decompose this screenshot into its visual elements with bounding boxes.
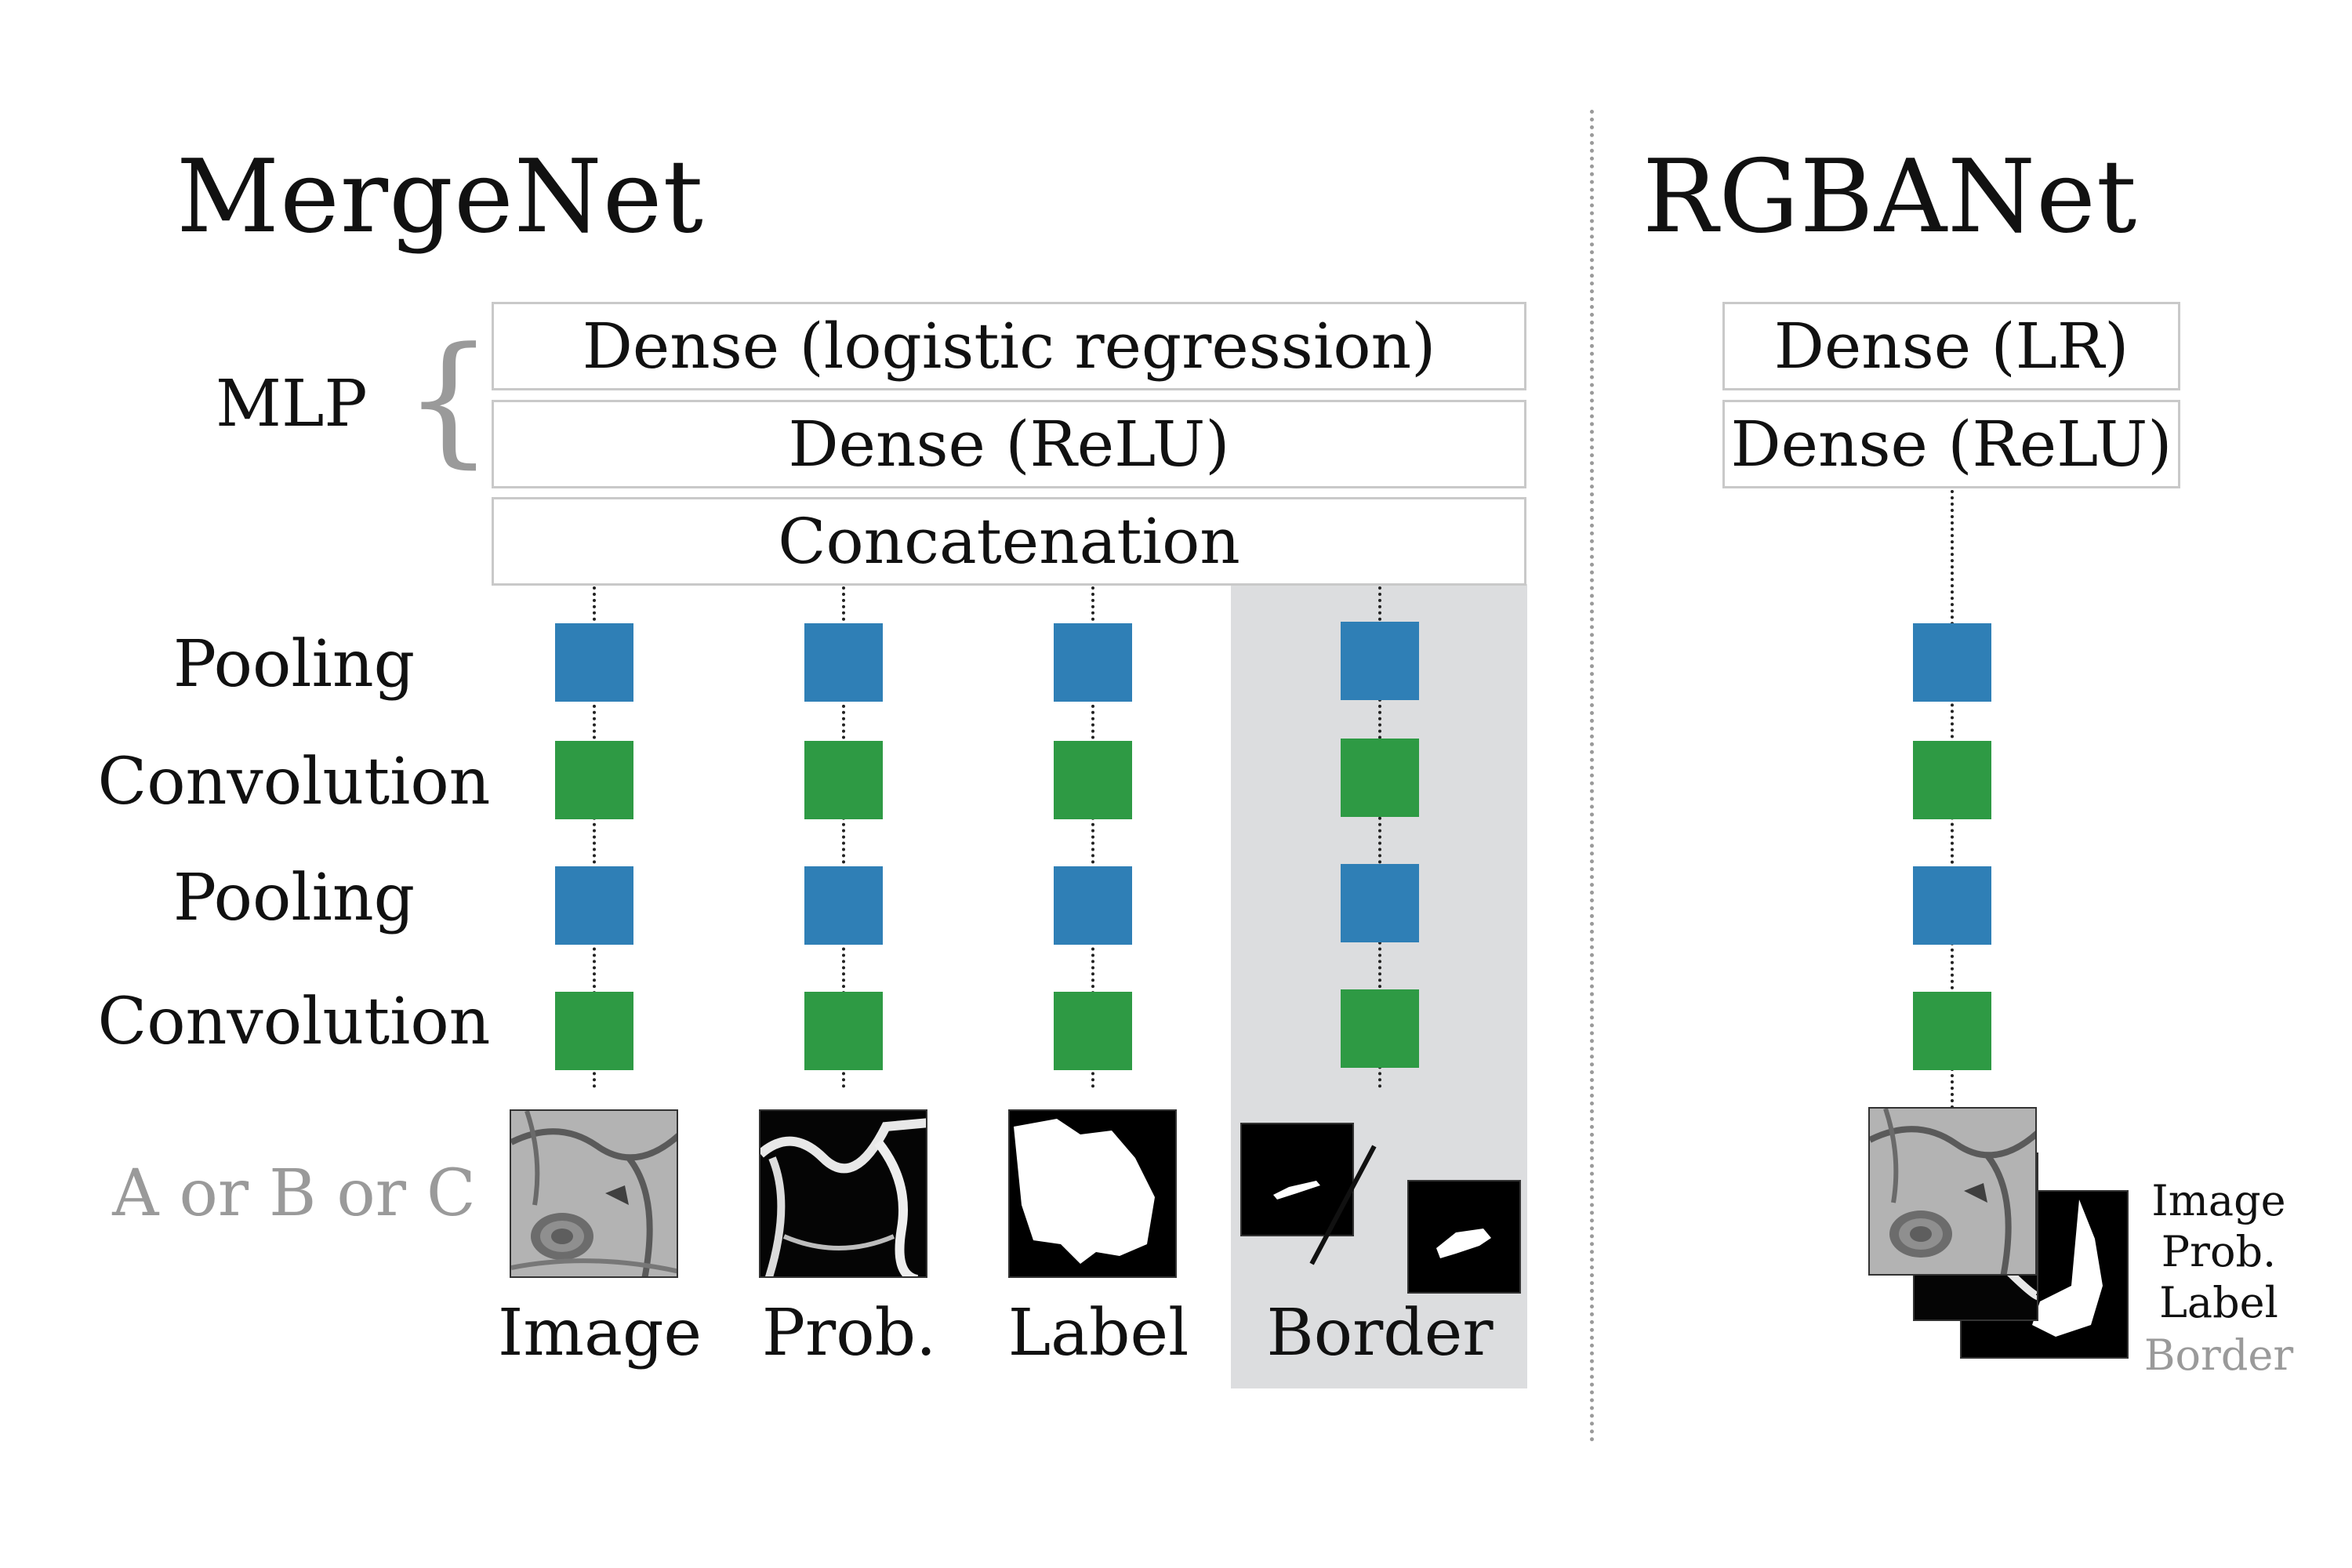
pooling-block	[804, 623, 883, 702]
connector	[593, 586, 596, 1088]
convolution-block	[1341, 989, 1419, 1068]
mlp-brace: {	[404, 318, 494, 481]
convolution-block	[804, 741, 883, 819]
convolution-block	[1054, 741, 1132, 819]
row-label-convolution-top: Convolution	[97, 745, 491, 819]
channel-label-prob: Prob.	[2161, 1227, 2277, 1276]
convolution-block	[1913, 741, 1991, 819]
stacked-em-texture	[1870, 1109, 2035, 1274]
mergenet-title: MergeNet	[176, 139, 704, 256]
probability-thumbnail	[759, 1109, 927, 1278]
mlp-label: MLP	[216, 367, 368, 441]
channel-label-border: Border	[2143, 1330, 2294, 1380]
pooling-block	[1054, 866, 1132, 945]
rgbanet-dense-lr-layer: Dense (LR)	[1722, 302, 2180, 390]
border-mask-b	[1409, 1181, 1519, 1292]
input-label-prob: Prob.	[761, 1296, 937, 1370]
section-divider	[1590, 110, 1594, 1443]
border-thumbnail-a	[1240, 1123, 1354, 1236]
pooling-block	[555, 623, 633, 702]
probability-texture	[760, 1111, 926, 1276]
label-mask	[1010, 1111, 1175, 1276]
connector	[1378, 586, 1381, 1088]
row-label-pooling-bottom: Pooling	[172, 861, 416, 935]
pooling-block	[1913, 866, 1991, 945]
connector	[842, 586, 845, 1088]
convolution-block	[1913, 992, 1991, 1070]
convolution-block	[555, 741, 633, 819]
image-thumbnail	[510, 1109, 678, 1278]
rgbanet-title: RGBANet	[1642, 139, 2138, 256]
pooling-block	[1913, 623, 1991, 702]
input-label-border: Border	[1266, 1296, 1494, 1370]
stacked-image-thumbnail	[1868, 1107, 2037, 1276]
em-texture	[511, 1111, 677, 1276]
pooling-block	[1341, 864, 1419, 942]
input-label-label: Label	[1007, 1296, 1189, 1370]
row-label-convolution-bottom: Convolution	[97, 985, 491, 1059]
pooling-block	[804, 866, 883, 945]
channel-label-label: Label	[2159, 1278, 2278, 1327]
rgbanet-dense-relu-layer: Dense (ReLU)	[1722, 400, 2180, 488]
input-label-image: Image	[497, 1296, 702, 1370]
convolution-block	[804, 992, 883, 1070]
pooling-block	[1341, 622, 1419, 700]
label-thumbnail	[1008, 1109, 1177, 1278]
mergenet-dense-lr-layer: Dense (logistic regression)	[492, 302, 1526, 390]
convolution-block	[555, 992, 633, 1070]
border-thumbnail-b	[1407, 1180, 1521, 1294]
convolution-block	[1054, 992, 1132, 1070]
connector	[1091, 586, 1094, 1088]
convolution-block	[1341, 739, 1419, 817]
pooling-block	[555, 866, 633, 945]
input-choice-label: A or B or C	[112, 1156, 476, 1231]
pooling-block	[1054, 623, 1132, 702]
row-label-pooling-top: Pooling	[172, 627, 416, 702]
mergenet-dense-relu-layer: Dense (ReLU)	[492, 400, 1526, 488]
channel-label-image: Image	[2151, 1176, 2286, 1225]
mergenet-concatenation-layer: Concatenation	[492, 497, 1526, 586]
